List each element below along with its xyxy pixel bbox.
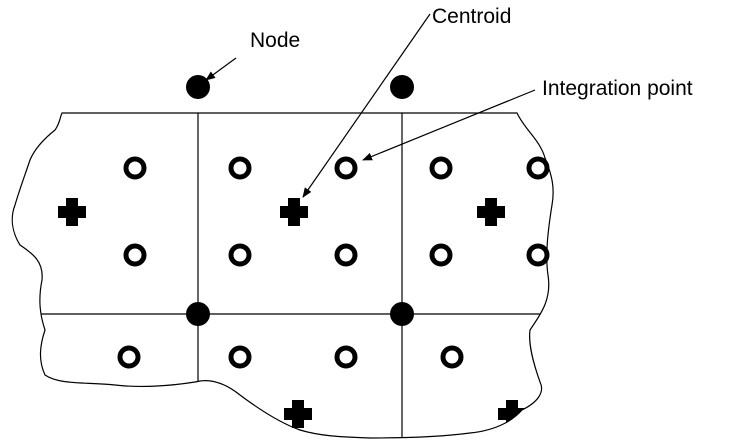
node-label: Node <box>250 29 300 52</box>
centroid-label: Centroid <box>432 5 511 28</box>
integration-point-marker <box>123 243 147 267</box>
centroids <box>58 198 526 428</box>
centroid-marker <box>58 198 86 226</box>
integration-point-marker <box>228 156 252 180</box>
integration-point-marker <box>526 156 550 180</box>
integration-point-marker <box>440 345 464 369</box>
centroid-marker <box>284 400 312 428</box>
integration-point-marker <box>228 345 252 369</box>
node-marker <box>390 302 414 326</box>
integration-point-marker <box>123 156 147 180</box>
integration-point-marker <box>334 243 358 267</box>
integration-point-leader-arrow <box>362 89 536 161</box>
integration-point-marker <box>429 156 453 180</box>
node-marker <box>186 75 210 99</box>
integration-point-marker <box>334 345 358 369</box>
integration-point-marker <box>228 243 252 267</box>
integration-point-marker <box>526 243 550 267</box>
centroid-leader-arrow <box>302 13 431 198</box>
integration-point-marker <box>334 156 358 180</box>
node-marker <box>186 302 210 326</box>
node-leader-arrow <box>205 57 237 81</box>
integration-point-marker <box>429 243 453 267</box>
centroid-marker-partial <box>498 400 526 428</box>
integration-point-label: Integration point <box>542 77 693 100</box>
integration-points <box>117 156 550 369</box>
mesh-lines <box>12 113 554 438</box>
leader-arrows <box>205 13 536 198</box>
node-marker <box>390 75 414 99</box>
nodes <box>186 75 414 326</box>
integration-point-marker <box>117 345 141 369</box>
centroid-marker <box>477 198 505 226</box>
centroid-marker <box>280 198 308 226</box>
body-outline <box>11 112 554 439</box>
